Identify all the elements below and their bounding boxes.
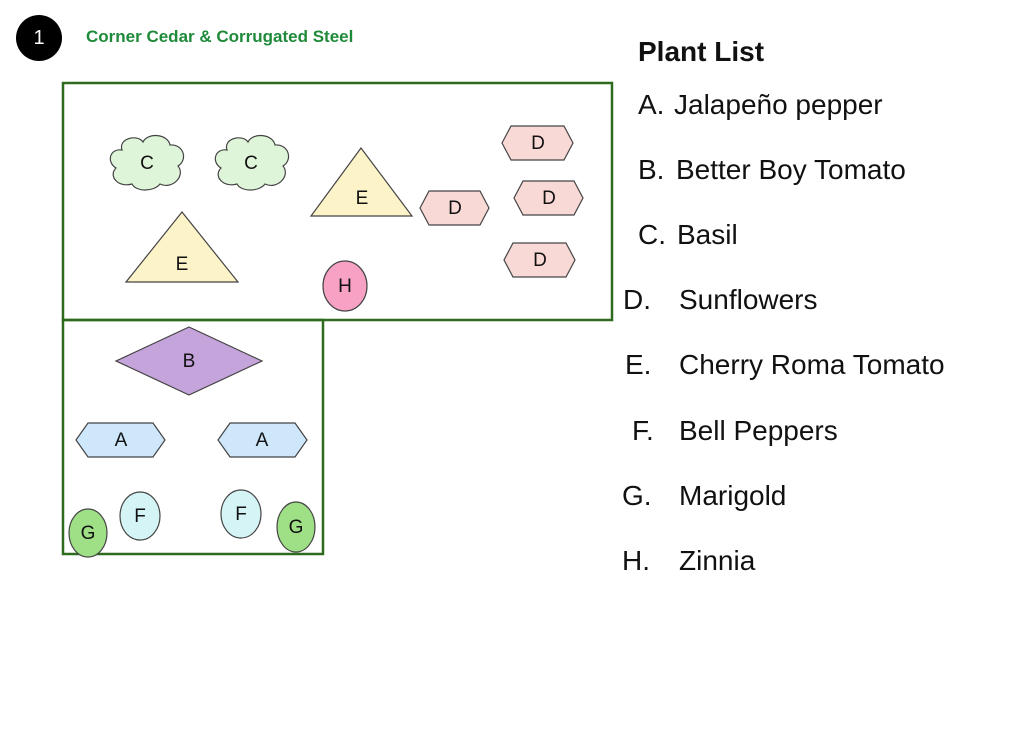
upper-bed-outline bbox=[61, 81, 614, 322]
garden-bed-plan: C C E E D D D D H B A bbox=[61, 81, 614, 558]
zinnia-label: H bbox=[338, 276, 352, 297]
legend-name: Basil bbox=[677, 219, 738, 250]
jalapeno-marker: A bbox=[75, 422, 166, 458]
legend-name: Sunflowers bbox=[679, 284, 818, 315]
marigold-label: G bbox=[81, 523, 96, 544]
basil-label: C bbox=[140, 153, 154, 174]
plant-list-title: Plant List bbox=[638, 36, 765, 67]
legend-letter: F. bbox=[632, 415, 654, 446]
better-boy-tomato-label: B bbox=[183, 351, 196, 372]
jalapeno-marker: A bbox=[217, 422, 308, 458]
cherry-roma-tomato-label: E bbox=[356, 188, 369, 209]
legend-letter: B. bbox=[638, 154, 665, 185]
legend-letter: G. bbox=[622, 480, 652, 511]
sunflower-marker: D bbox=[503, 242, 576, 278]
legend-name: Better Boy Tomato bbox=[676, 154, 906, 185]
bell-pepper-marker: F bbox=[220, 489, 262, 539]
sunflower-marker: D bbox=[419, 190, 490, 226]
legend-name: Marigold bbox=[679, 480, 787, 511]
bell-pepper-label: F bbox=[134, 506, 146, 527]
marigold-marker: G bbox=[68, 508, 108, 558]
basil-marker: C bbox=[214, 135, 290, 191]
zinnia-marker: H bbox=[322, 260, 368, 312]
jalapeno-label: A bbox=[115, 430, 128, 451]
legend-letter: H. bbox=[622, 545, 650, 576]
bed-number-badge: 1 bbox=[16, 15, 62, 61]
sunflower-label: D bbox=[531, 133, 545, 154]
basil-label: C bbox=[244, 153, 258, 174]
marigold-label: G bbox=[289, 517, 304, 538]
bell-pepper-label: F bbox=[235, 504, 247, 525]
legend-name: Cherry Roma Tomato bbox=[679, 349, 945, 380]
cherry-roma-tomato-marker: E bbox=[124, 211, 240, 283]
legend-letter: A. bbox=[638, 89, 665, 120]
bed-title: Corner Cedar & Corrugated Steel bbox=[86, 27, 354, 46]
legend-letter: C. bbox=[638, 219, 666, 250]
sunflower-label: D bbox=[448, 198, 462, 219]
sunflower-label: D bbox=[533, 250, 547, 271]
legend-name: Jalapeño pepper bbox=[674, 89, 883, 120]
marigold-marker: G bbox=[276, 501, 316, 553]
sunflower-label: D bbox=[542, 188, 556, 209]
cherry-roma-tomato-label: E bbox=[176, 254, 189, 275]
legend-letter: E. bbox=[625, 349, 652, 380]
jalapeno-label: A bbox=[256, 430, 269, 451]
lower-bed-outline bbox=[61, 318, 325, 556]
bell-pepper-marker: F bbox=[119, 491, 161, 541]
cherry-roma-tomato-marker: E bbox=[309, 146, 414, 217]
basil-marker: C bbox=[109, 135, 185, 191]
sunflower-marker: D bbox=[513, 180, 584, 216]
legend-letter: D. bbox=[623, 284, 651, 315]
legend-name: Zinnia bbox=[679, 545, 756, 576]
legend-name: Bell Peppers bbox=[679, 415, 838, 446]
better-boy-tomato-marker: B bbox=[114, 326, 264, 396]
sunflower-marker: D bbox=[501, 125, 574, 161]
